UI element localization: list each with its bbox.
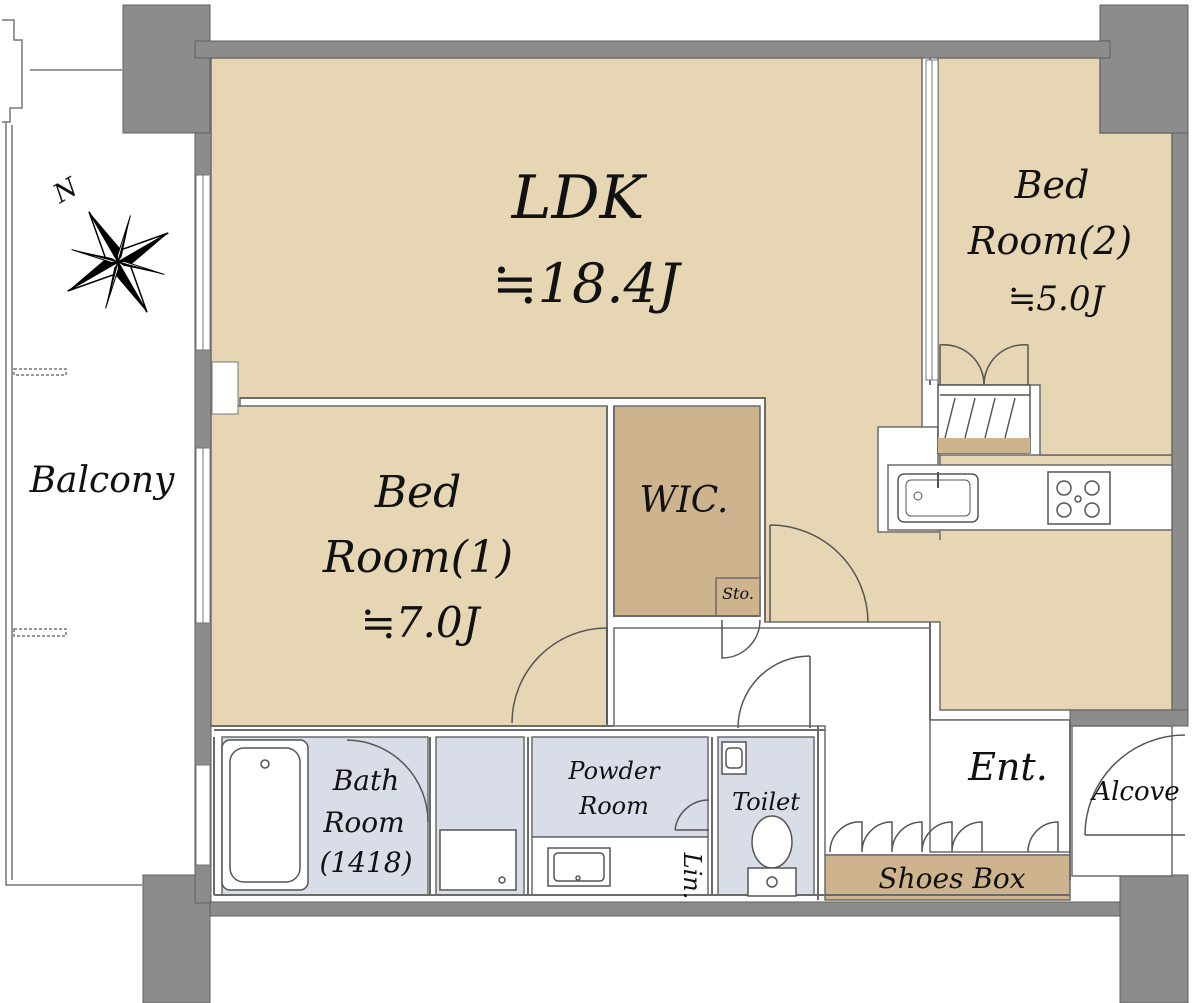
bedroom1-door bbox=[511, 627, 608, 724]
toilet-door bbox=[737, 655, 811, 729]
toilet-icon bbox=[747, 815, 797, 897]
compass-rose-icon bbox=[67, 211, 169, 313]
bedroom1-name-line2: Room(1) bbox=[322, 532, 513, 583]
shoes-box-doors bbox=[829, 821, 1059, 853]
fixtures bbox=[221, 739, 797, 897]
alcove-floor bbox=[1071, 725, 1173, 877]
alcove-door bbox=[1084, 734, 1186, 836]
structure-walls bbox=[122, 4, 1189, 1003]
storage-floor bbox=[715, 577, 761, 617]
bedroom1-floor bbox=[210, 405, 608, 727]
door-swings bbox=[346, 524, 1186, 853]
bath-label-line2: Room bbox=[322, 806, 404, 839]
shoes-box-cabinet bbox=[824, 854, 1071, 901]
bedroom2-name-line2: Room(2) bbox=[967, 219, 1132, 263]
wic-label: WIC. bbox=[640, 480, 729, 521]
bedroom1-name-line1: Bed bbox=[374, 467, 462, 518]
ldk-name: LDK bbox=[511, 163, 648, 233]
balcony-label: Balcony bbox=[29, 460, 175, 501]
room-labels: LDK ≒18.4J Bed Room(2) ≒5.0J Bed Room(1)… bbox=[29, 163, 1180, 899]
shoes-box-label: Shoes Box bbox=[878, 862, 1025, 895]
entrance-floor bbox=[929, 719, 1071, 853]
stove-icon bbox=[1047, 471, 1111, 525]
bedroom1-size: ≒7.0J bbox=[361, 598, 482, 647]
powder-label-line1: Powder bbox=[567, 757, 661, 785]
bath-door bbox=[346, 739, 429, 823]
powder-label-line2: Room bbox=[578, 792, 649, 820]
alcove-label: Alcove bbox=[1090, 777, 1179, 807]
kitchen-counter bbox=[877, 426, 1173, 533]
toilet-label: Toilet bbox=[732, 788, 800, 816]
storage-label: Sto. bbox=[722, 584, 754, 603]
washbasin-icon bbox=[547, 847, 611, 887]
bedroom2-closet bbox=[937, 344, 1031, 454]
ldk-door bbox=[769, 524, 869, 623]
bedroom2-name-line1: Bed bbox=[1014, 163, 1090, 207]
powder-floor bbox=[531, 736, 709, 838]
bath-label-line3: (1418) bbox=[319, 846, 412, 879]
linen-label: Lin. bbox=[678, 852, 706, 900]
ldk-size: ≒18.4J bbox=[492, 252, 682, 315]
windows bbox=[195, 59, 939, 866]
balcony-area bbox=[2, 19, 142, 886]
partitions bbox=[211, 58, 1071, 900]
compass-north-label: N bbox=[48, 172, 85, 210]
entrance-label: Ent. bbox=[967, 745, 1048, 789]
room-fills bbox=[210, 57, 1173, 901]
bedroom2-size: ≒5.0J bbox=[1008, 279, 1107, 319]
linen-door bbox=[674, 799, 710, 831]
bath-label-line1: Bath bbox=[332, 764, 400, 797]
storage-door bbox=[721, 619, 761, 659]
